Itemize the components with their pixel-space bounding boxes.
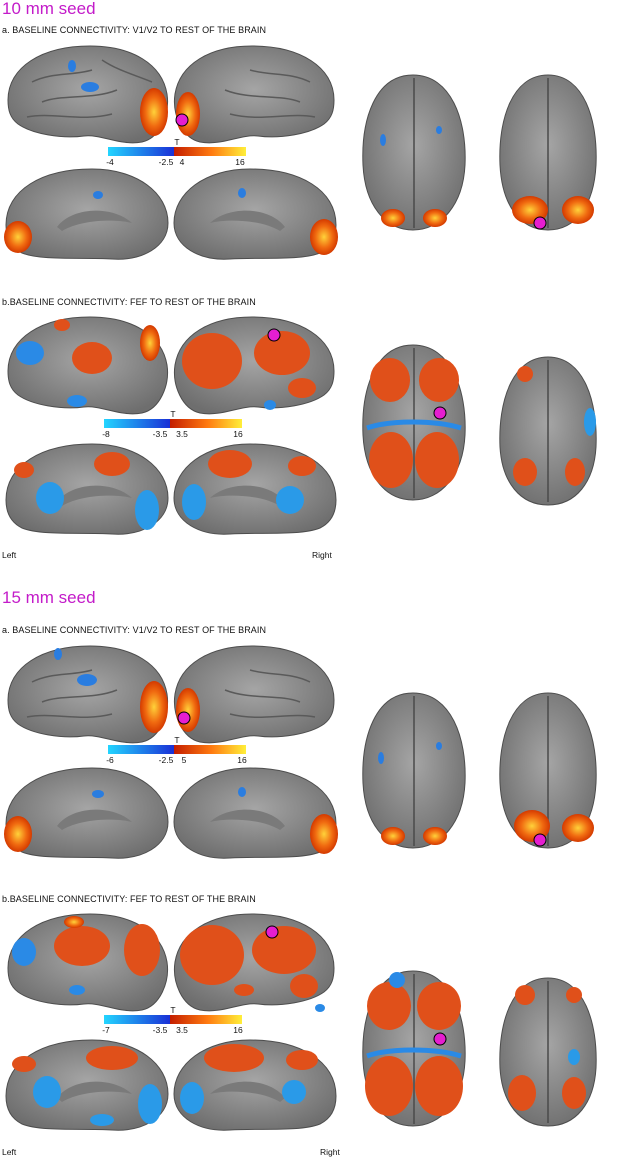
colorbar: T -8 -3.5 3.5 16 [102,409,243,440]
ventral-brain [499,977,597,1127]
section-title: 10 mm seed [2,0,96,18]
lateral-right-brain [173,913,335,1012]
panel-title: a. BASELINE CONNECTIVITY: V1/V2 TO REST … [2,25,267,35]
colorbar-tick: -2.5 [158,755,174,765]
colorbar-tick: 3.5 [176,429,188,439]
colorbar-tick: 16 [235,157,245,167]
left-label: Left [2,1147,17,1157]
medial-left-brain [5,1039,169,1131]
colorbar-label: T [174,735,180,745]
dorsal-brain [362,970,466,1127]
ventral-brain [499,692,597,849]
section-title: 15 mm seed [2,588,96,607]
lateral-right-brain [173,45,335,144]
dorsal-brain [362,344,466,501]
lateral-left-brain [7,316,169,415]
colorbar-tick: 16 [237,755,247,765]
colorbar-tick: 3.5 [176,1025,188,1035]
dorsal-brain [362,74,466,231]
colorbar-label: T [170,409,176,419]
colorbar-tick: 16 [233,1025,243,1035]
section-10mm: 10 mm seed a. BASELINE CONNECTIVITY: V1/… [0,0,617,570]
lateral-left-brain [7,45,169,144]
colorbar-tick: 16 [233,429,243,439]
lateral-left-brain [7,645,169,744]
panel-title: b.BASELINE CONNECTIVITY: FEF TO REST OF … [2,894,256,904]
colorbar-label: T [170,1005,176,1015]
ventral-brain [499,356,597,506]
colorbar-tick: 5 [181,755,187,765]
medial-left-brain [4,168,169,260]
lateral-right-brain [173,316,335,415]
medial-left-brain [5,443,169,535]
medial-right-brain [173,168,338,260]
colorbar: T -7 -3.5 3.5 16 [102,1005,243,1036]
medial-left-brain [4,767,169,859]
colorbar-tick: -8 [102,429,110,439]
panel-title: a. BASELINE CONNECTIVITY: V1/V2 TO REST … [2,625,267,635]
colorbar: T -4 -2.5 4 16 [106,137,246,168]
panel-title: b.BASELINE CONNECTIVITY: FEF TO REST OF … [2,297,256,307]
colorbar-tick: -6 [106,755,114,765]
lateral-left-brain [7,913,169,1012]
lateral-right-brain [173,645,335,744]
medial-right-brain [173,767,338,859]
ventral-brain [499,74,597,231]
colorbar-tick: -4 [106,157,114,167]
medial-right-brain [173,443,337,535]
colorbar-tick: -3.5 [152,429,168,439]
right-label: Right [312,550,332,560]
medial-right-brain [173,1039,337,1131]
colorbar-tick: -2.5 [158,157,174,167]
colorbar-label: T [174,137,180,147]
colorbar-tick: -7 [102,1025,110,1035]
left-label: Left [2,550,17,560]
colorbar-tick: 4 [179,157,185,167]
colorbar: T -6 -2.5 5 16 [106,735,247,766]
right-label: Right [320,1147,340,1157]
section-15mm: 15 mm seed a. BASELINE CONNECTIVITY: V1/… [0,588,617,1161]
dorsal-brain [362,692,466,849]
colorbar-tick: -3.5 [152,1025,168,1035]
